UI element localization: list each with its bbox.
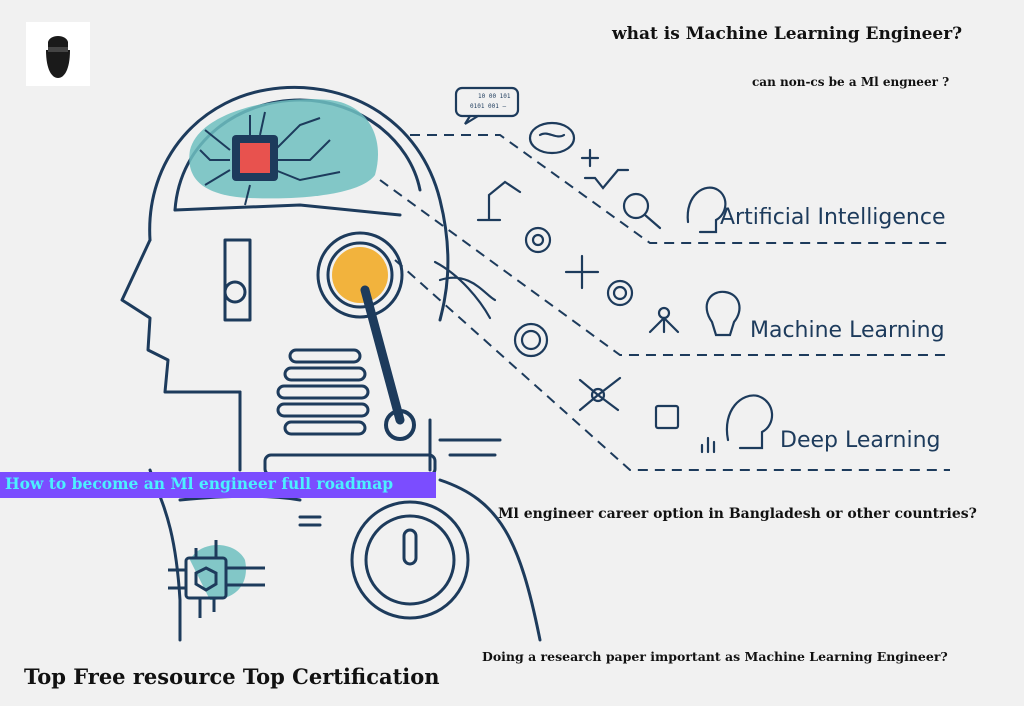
robot-arm-icon bbox=[476, 180, 522, 222]
brain-icon bbox=[528, 121, 576, 155]
headline-research: Doing a research paper important as Mach… bbox=[482, 649, 948, 664]
headline-non-cs: can non-cs be a Ml engneer ? bbox=[752, 75, 950, 89]
bar-chart-icon bbox=[700, 436, 716, 454]
speech-bubble-icon bbox=[454, 86, 520, 118]
roadmap-banner-text: How to become an Ml engineer full roadma… bbox=[5, 474, 394, 493]
headline-career: Ml engineer career option in Bangladesh … bbox=[498, 506, 977, 522]
lightbulb-gear-icon bbox=[705, 290, 741, 337]
roadmap-banner bbox=[0, 472, 436, 498]
fingerprint-icon bbox=[513, 322, 549, 358]
dna-icon bbox=[433, 260, 497, 320]
headline-what-is: what is Machine Learning Engineer? bbox=[612, 24, 963, 44]
topic-machine-learning: Machine Learning bbox=[750, 318, 945, 343]
gear-icon bbox=[524, 226, 552, 254]
processor-chip-icon bbox=[654, 404, 680, 430]
magnifier-binary-icon bbox=[622, 192, 650, 220]
topic-deep-learning: Deep Learning bbox=[780, 428, 941, 453]
bearded-man-logo bbox=[26, 22, 90, 86]
head-gear-icon bbox=[686, 186, 727, 234]
network-icon bbox=[590, 387, 606, 403]
topic-artificial-intelligence: Artificial Intelligence bbox=[720, 205, 946, 230]
target-icon bbox=[606, 279, 634, 307]
binary-line-1: 10 00 101 bbox=[478, 93, 511, 100]
head-brain-icon bbox=[725, 394, 774, 450]
binary-line-2: 0101 001 — bbox=[470, 103, 507, 110]
headline-resources: Top Free resource Top Certification bbox=[24, 664, 440, 689]
tree-network-icon bbox=[657, 306, 671, 320]
